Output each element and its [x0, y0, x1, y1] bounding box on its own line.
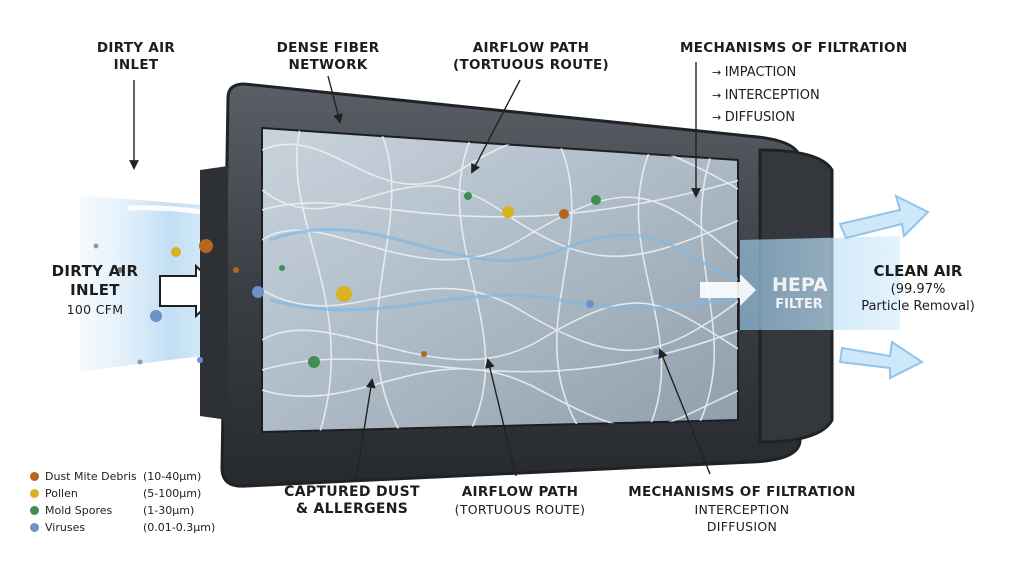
legend-item: Mold Spores (1-30μm) [30, 502, 215, 519]
legend-size: (1-30μm) [143, 504, 195, 517]
hepa-badge: HEPA FILTER [772, 274, 828, 314]
mechanisms-top-label: MECHANISMS OF FILTRATION [680, 40, 908, 56]
side-inlet-cfm: 100 CFM [66, 302, 124, 317]
airflow-path-top-label: AIRFLOW PATH (TORTUOUS ROUTE) [446, 40, 616, 74]
airflow-path-bottom-label: AIRFLOW PATH (TORTUOUS ROUTE) [440, 484, 600, 518]
captured-dust-label: CAPTURED DUST & ALLERGENS [284, 484, 420, 517]
legend-name: Viruses [45, 521, 86, 534]
legend-item: Dust Mite Debris (10-40μm) [30, 468, 215, 485]
internal-airflow [269, 228, 738, 282]
mechanism-item: DIFFUSION [712, 107, 820, 130]
dense-fiber-network-label: DENSE FIBER NETWORK [276, 40, 380, 73]
side-inlet-title: DIRTY AIR INLET [51, 262, 139, 299]
leader-captured [355, 378, 376, 481]
particles [93, 192, 659, 368]
mechanisms-bottom-label: MECHANISMS OF FILTRATION INTERCEPTION DI… [622, 484, 862, 535]
legend-size: (5-100μm) [143, 487, 202, 500]
mechanisms-bottom-sub: INTERCEPTION DIFFUSION [694, 502, 790, 534]
legend-item: Pollen (5-100μm) [30, 485, 215, 502]
leader-mechanisms-bottom [658, 348, 711, 475]
clean-airflow-stream [740, 236, 900, 330]
airflow-path-top-sub: (TORTUOUS ROUTE) [453, 57, 609, 73]
legend-name: Mold Spores [45, 504, 113, 517]
mechanism-item: INTERCEPTION [712, 85, 820, 108]
hepa-badge-line2: FILTER [775, 297, 823, 312]
legend-size: (0.01-0.3μm) [143, 521, 216, 534]
dust-mite-icon [30, 472, 39, 481]
mechanisms-list: IMPACTION INTERCEPTION DIFFUSION [712, 62, 820, 130]
clean-air-arrow-icon [838, 340, 924, 380]
airflow-path-top-title: AIRFLOW PATH [472, 40, 590, 56]
clean-air-sub: (99.97% Particle Removal) [861, 282, 975, 314]
legend-name: Pollen [45, 487, 78, 500]
airflow-path-bottom-title: AIRFLOW PATH [461, 484, 579, 500]
pollen-icon [30, 489, 39, 498]
legend-size: (10-40μm) [143, 470, 202, 483]
housing-flange [200, 166, 228, 420]
side-dirty-air-inlet-label: DIRTY AIR INLET 100 CFM [40, 262, 150, 319]
exit-arrow-icon [700, 274, 756, 306]
clean-air-label: CLEAN AIR (99.97% Particle Removal) [838, 262, 998, 315]
internal-airflow [269, 293, 738, 312]
leader-airflow-top [471, 79, 521, 174]
virus-icon [30, 523, 39, 532]
mechanism-item: IMPACTION [712, 62, 820, 85]
top-dirty-air-inlet-label: DIRTY AIR INLET [96, 40, 176, 73]
mold-spore-icon [30, 506, 39, 515]
airflow-path-bottom-sub: (TORTUOUS ROUTE) [454, 502, 586, 517]
clean-air-title: CLEAN AIR [873, 262, 963, 280]
mechanisms-bottom-title: MECHANISMS OF FILTRATION [628, 484, 856, 500]
legend-item: Viruses (0.01-0.3μm) [30, 519, 215, 536]
leader-airflow-bottom [485, 358, 517, 477]
leader-dense-fiber [327, 75, 343, 124]
hepa-badge-line1: HEPA [772, 274, 828, 296]
clean-air-arrow-icon [838, 194, 930, 240]
legend-name: Dust Mite Debris [45, 470, 137, 483]
filter-media [261, 126, 739, 434]
particle-legend: Dust Mite Debris (10-40μm) Pollen (5-100… [30, 468, 215, 536]
